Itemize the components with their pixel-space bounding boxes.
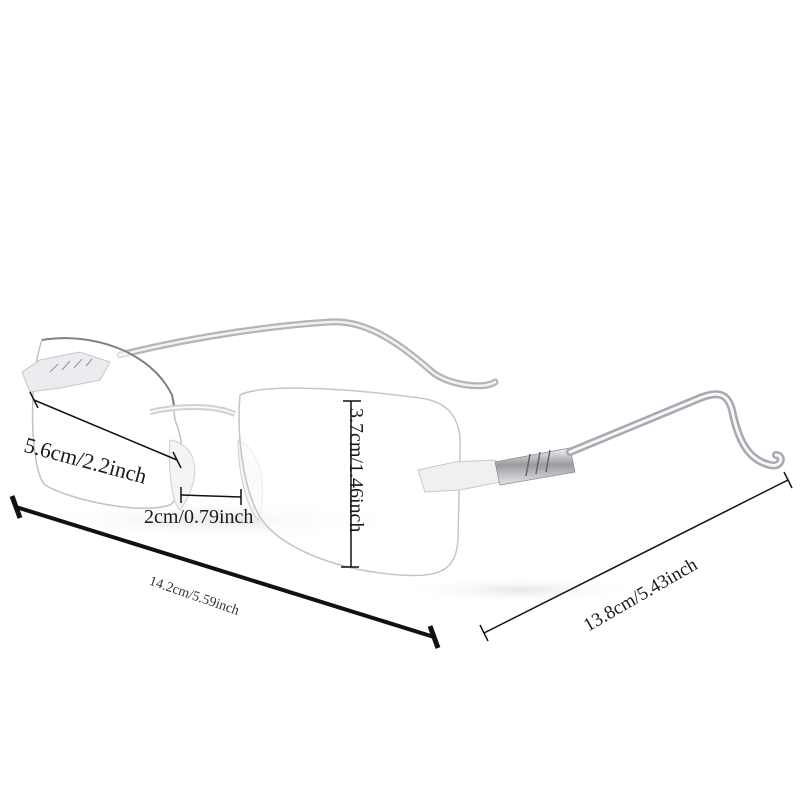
shadow: [400, 576, 640, 604]
dimension-lens-height: [341, 400, 361, 568]
bridge-width-label: 2cm/0.79inch: [144, 506, 254, 528]
left-hinge: [21, 351, 111, 393]
dimension-temple-length: [479, 471, 793, 642]
front-temple: [417, 390, 785, 493]
lens-height-label: 3.7cm/1.46inch: [345, 408, 367, 533]
dimension-total-width: [9, 495, 441, 649]
back-temple: [116, 318, 499, 390]
dimension-lens-width: [29, 391, 182, 469]
dimension-bridge: [180, 487, 242, 505]
right-lens: [238, 387, 461, 577]
